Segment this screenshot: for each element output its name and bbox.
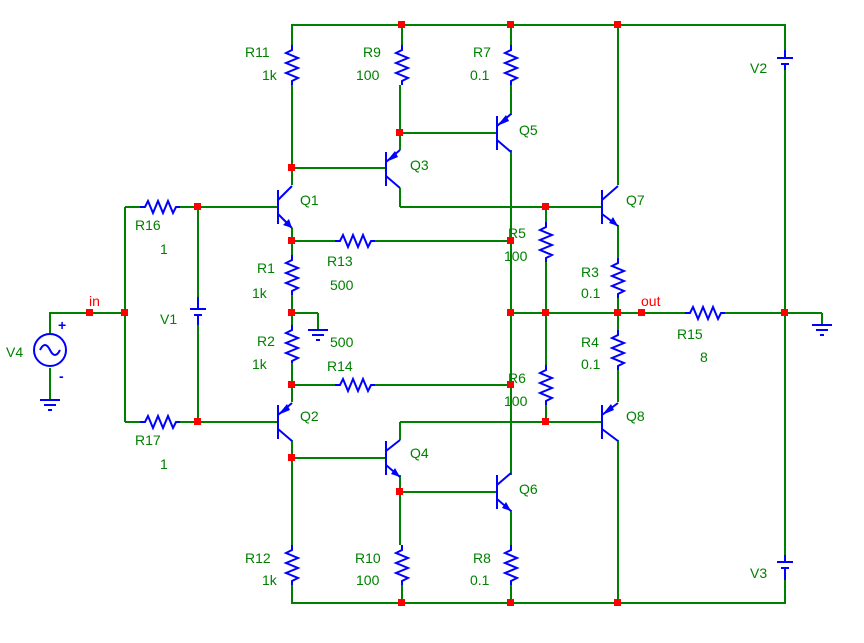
r1-body [283, 255, 301, 295]
r4-value: 0.1 [581, 356, 601, 372]
r5-name: R5 [508, 225, 526, 241]
r11-name: R11 [245, 44, 270, 60]
labels: in out + - V4 V1 V2 V3 Q1 Q2 Q3 Q4 Q5 Q6… [6, 44, 767, 588]
v2-battery [777, 50, 793, 70]
ground-icon [308, 329, 328, 341]
r7-value: 0.1 [470, 67, 490, 83]
r12-body [283, 545, 301, 585]
r5-body [537, 222, 555, 262]
r2-name: R2 [257, 333, 275, 349]
components [33, 45, 832, 585]
v2-name: V2 [750, 60, 767, 76]
r17-value: 1 [160, 456, 168, 472]
r12-value: 1k [262, 572, 278, 588]
q7-name: Q7 [626, 192, 645, 208]
r12-name: R12 [245, 550, 271, 566]
v1-name: V1 [160, 311, 177, 327]
q8-name: Q8 [626, 408, 645, 424]
r15-name: R15 [677, 326, 703, 342]
q3-symbol [385, 149, 401, 189]
r7-name: R7 [473, 44, 491, 60]
r16-value: 1 [160, 241, 168, 257]
r7-body [502, 45, 520, 85]
q8-symbol [601, 402, 619, 442]
q2-name: Q2 [300, 408, 319, 424]
r4-body [609, 330, 627, 370]
r14-name: R14 [327, 358, 353, 374]
r9-name: R9 [363, 44, 381, 60]
q2-symbol [277, 402, 293, 442]
v3-name: V3 [750, 565, 767, 581]
r8-name: R8 [473, 550, 491, 566]
r8-value: 0.1 [470, 572, 490, 588]
v4-plus-label: + [58, 317, 66, 333]
v4-minus-label: - [59, 368, 64, 384]
r15-body [685, 304, 725, 322]
q5-symbol [496, 113, 512, 153]
q6-symbol [496, 472, 512, 512]
r13-body [335, 232, 375, 250]
r9-value: 100 [356, 67, 380, 83]
r6-body [537, 365, 555, 405]
r3-body [609, 258, 627, 298]
r10-value: 100 [356, 572, 380, 588]
r2-value: 1k [252, 356, 268, 372]
net-out-label: out [641, 293, 661, 309]
r1-name: R1 [257, 260, 275, 276]
r16-body [140, 198, 180, 216]
r13-value: 500 [330, 277, 354, 293]
r17-name: R17 [135, 432, 161, 448]
r15-value: 8 [700, 349, 708, 365]
q1-name: Q1 [300, 192, 319, 208]
r17-body [140, 413, 180, 431]
q4-symbol [385, 439, 401, 478]
v1-battery [190, 297, 206, 325]
r6-name: R6 [508, 370, 526, 386]
ground-icon [40, 399, 60, 411]
net-in-label: in [89, 293, 100, 309]
junction-dots [86, 21, 788, 606]
r14-body [335, 376, 375, 394]
r13-name: R13 [327, 253, 353, 269]
r16-name: R16 [135, 217, 161, 233]
q7-symbol [601, 185, 619, 227]
r10-body [393, 545, 411, 585]
r11-value: 1k [262, 67, 278, 83]
r2-body [283, 325, 301, 363]
r3-name: R3 [581, 264, 599, 280]
r9-body [393, 45, 411, 85]
r8-body [502, 545, 520, 585]
v4-ac-source [33, 333, 67, 367]
r11-body [283, 45, 301, 85]
q4-name: Q4 [410, 445, 429, 461]
r10-name: R10 [355, 550, 381, 566]
q5-name: Q5 [519, 122, 538, 138]
r1-value: 1k [252, 285, 268, 301]
v3-battery [777, 555, 793, 580]
ground-icon [812, 324, 832, 336]
q6-name: Q6 [519, 481, 538, 497]
r3-value: 0.1 [581, 285, 601, 301]
r5-value: 100 [504, 248, 528, 264]
q1-symbol [277, 185, 293, 229]
r14-value: 500 [330, 334, 354, 350]
v4-name: V4 [6, 344, 23, 360]
r4-name: R4 [581, 334, 599, 350]
q3-name: Q3 [410, 157, 429, 173]
r6-value: 100 [504, 393, 528, 409]
